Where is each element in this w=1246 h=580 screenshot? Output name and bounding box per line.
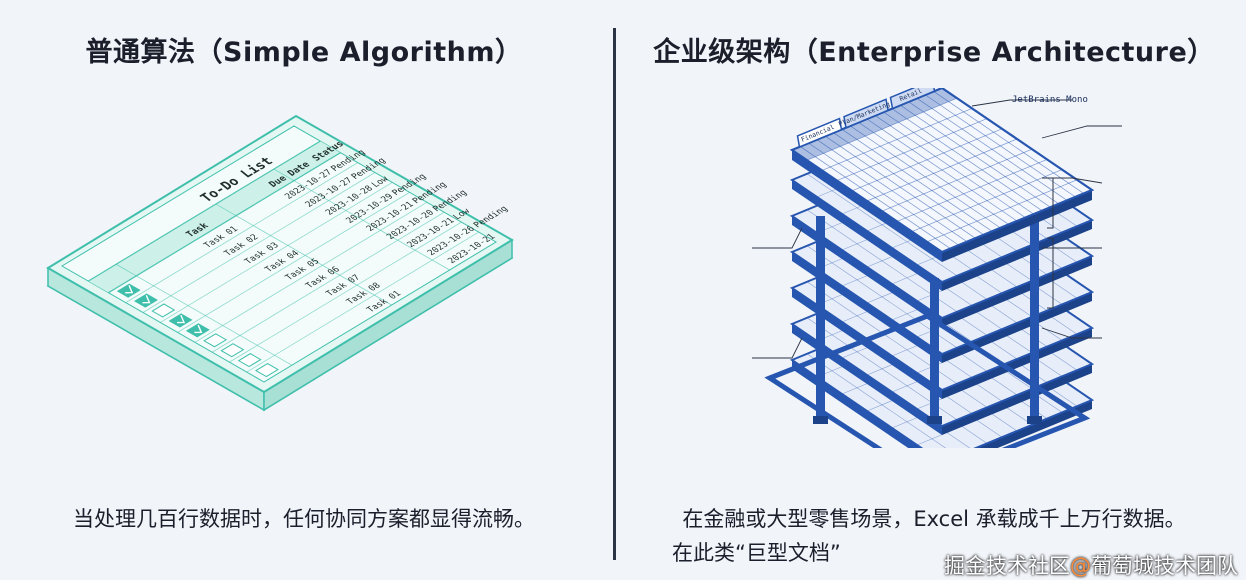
right-caption-line2-text: 在此类“巨型文档” (672, 541, 841, 565)
right-panel: 企业级架构（Enterprise Architecture） Financial… (622, 0, 1246, 580)
layer-side-left (792, 216, 942, 327)
pillar-foot (813, 416, 828, 424)
layer-side-right (942, 364, 1092, 435)
top-grid-line (806, 97, 958, 161)
watermark-text-3: 葡萄城技术团队 (1091, 554, 1238, 578)
todo-slab (46, 114, 514, 412)
callout-line (1041, 125, 1122, 139)
checkbox[interactable] (254, 362, 279, 378)
layer-side-right (942, 220, 1092, 291)
column-divider (273, 168, 450, 271)
watermark-text-1: 掘金技术社区 (944, 554, 1070, 578)
callout-line (752, 337, 803, 359)
check-icon (125, 285, 134, 294)
row-divider (229, 221, 462, 363)
top-grid-line (881, 148, 1033, 212)
support-pillar (816, 216, 825, 420)
pillar-foot (927, 416, 942, 424)
row-divider (211, 211, 445, 353)
header-divider (108, 152, 341, 294)
checkbox[interactable] (185, 323, 210, 338)
checkbox[interactable] (220, 343, 245, 358)
todo-grid (87, 140, 479, 378)
check-icon (177, 314, 186, 324)
sheet-tab[interactable] (889, 88, 936, 110)
card-inner (61, 125, 497, 383)
top-grid-line (866, 138, 1018, 202)
layer-side-left (792, 324, 942, 435)
layer-side-left (792, 180, 942, 291)
status-cell: Pending (472, 205, 511, 230)
top-grid-line (911, 169, 1063, 232)
layer-side-right (942, 328, 1092, 399)
row-divider (246, 231, 479, 373)
layer-side-right (942, 256, 1092, 327)
checkbox[interactable] (134, 293, 158, 308)
row-divider (160, 182, 393, 323)
layer-side-right (942, 292, 1092, 363)
top-grid-line (896, 159, 1048, 222)
sheet-tab[interactable] (843, 98, 889, 129)
checkbox[interactable] (116, 283, 141, 298)
check-icon (142, 295, 151, 304)
row-divider (142, 172, 376, 313)
callout-line (1041, 327, 1102, 339)
watermark: 掘金技术社区@葡萄城技术团队 (944, 550, 1238, 580)
top-header-band (792, 88, 957, 160)
header-band (88, 141, 341, 293)
top-grid-line (821, 108, 973, 171)
font-label: JetBrains Mono (1012, 95, 1088, 105)
row-divider (177, 192, 410, 333)
callout-bracket (1047, 177, 1054, 229)
top-sheet-side (792, 150, 942, 262)
top-grid-line (926, 179, 1078, 243)
check-icon (194, 324, 203, 334)
row-divider (125, 162, 358, 303)
right-title: 企业级架构（Enterprise Architecture） (653, 37, 1215, 68)
stack-pillars (813, 208, 1042, 424)
left-title: 普通算法（Simple Algorithm） (85, 37, 523, 68)
support-pillar (930, 278, 939, 420)
title-divider (87, 140, 321, 282)
callout-bracket (1047, 237, 1054, 309)
top-grid-line (836, 118, 988, 181)
stack-callouts (752, 99, 1122, 359)
right-caption-line2: 在此类“巨型文档” (622, 537, 1246, 567)
right-caption-line1: 在金融或大型零售场景，Excel 承载成千上万行数据。 (682, 507, 1186, 531)
sheet-tab[interactable] (796, 117, 843, 148)
checkbox[interactable] (151, 303, 176, 318)
base-frame (764, 313, 1091, 448)
callout-line (971, 99, 1072, 107)
watermark-text-2: @ (1070, 554, 1091, 578)
row-divider (194, 201, 428, 343)
top-grid-line (851, 128, 1003, 192)
checkbox[interactable] (237, 353, 262, 368)
layer-side-left (792, 288, 942, 399)
checkbox[interactable] (203, 333, 228, 348)
column-divider (215, 203, 392, 306)
column-divider (115, 263, 293, 366)
left-caption: 当处理几百行数据时，任何协同方案都显得流畅。 (73, 507, 535, 531)
support-pillar (1030, 208, 1039, 420)
top-sheet-side (942, 190, 1092, 262)
checkbox[interactable] (168, 313, 193, 328)
layer-side-left (792, 252, 942, 363)
stack-top-sheet (789, 88, 1095, 262)
center-divider (613, 28, 616, 560)
callout-line (752, 227, 803, 249)
pillar-foot (1027, 416, 1042, 424)
